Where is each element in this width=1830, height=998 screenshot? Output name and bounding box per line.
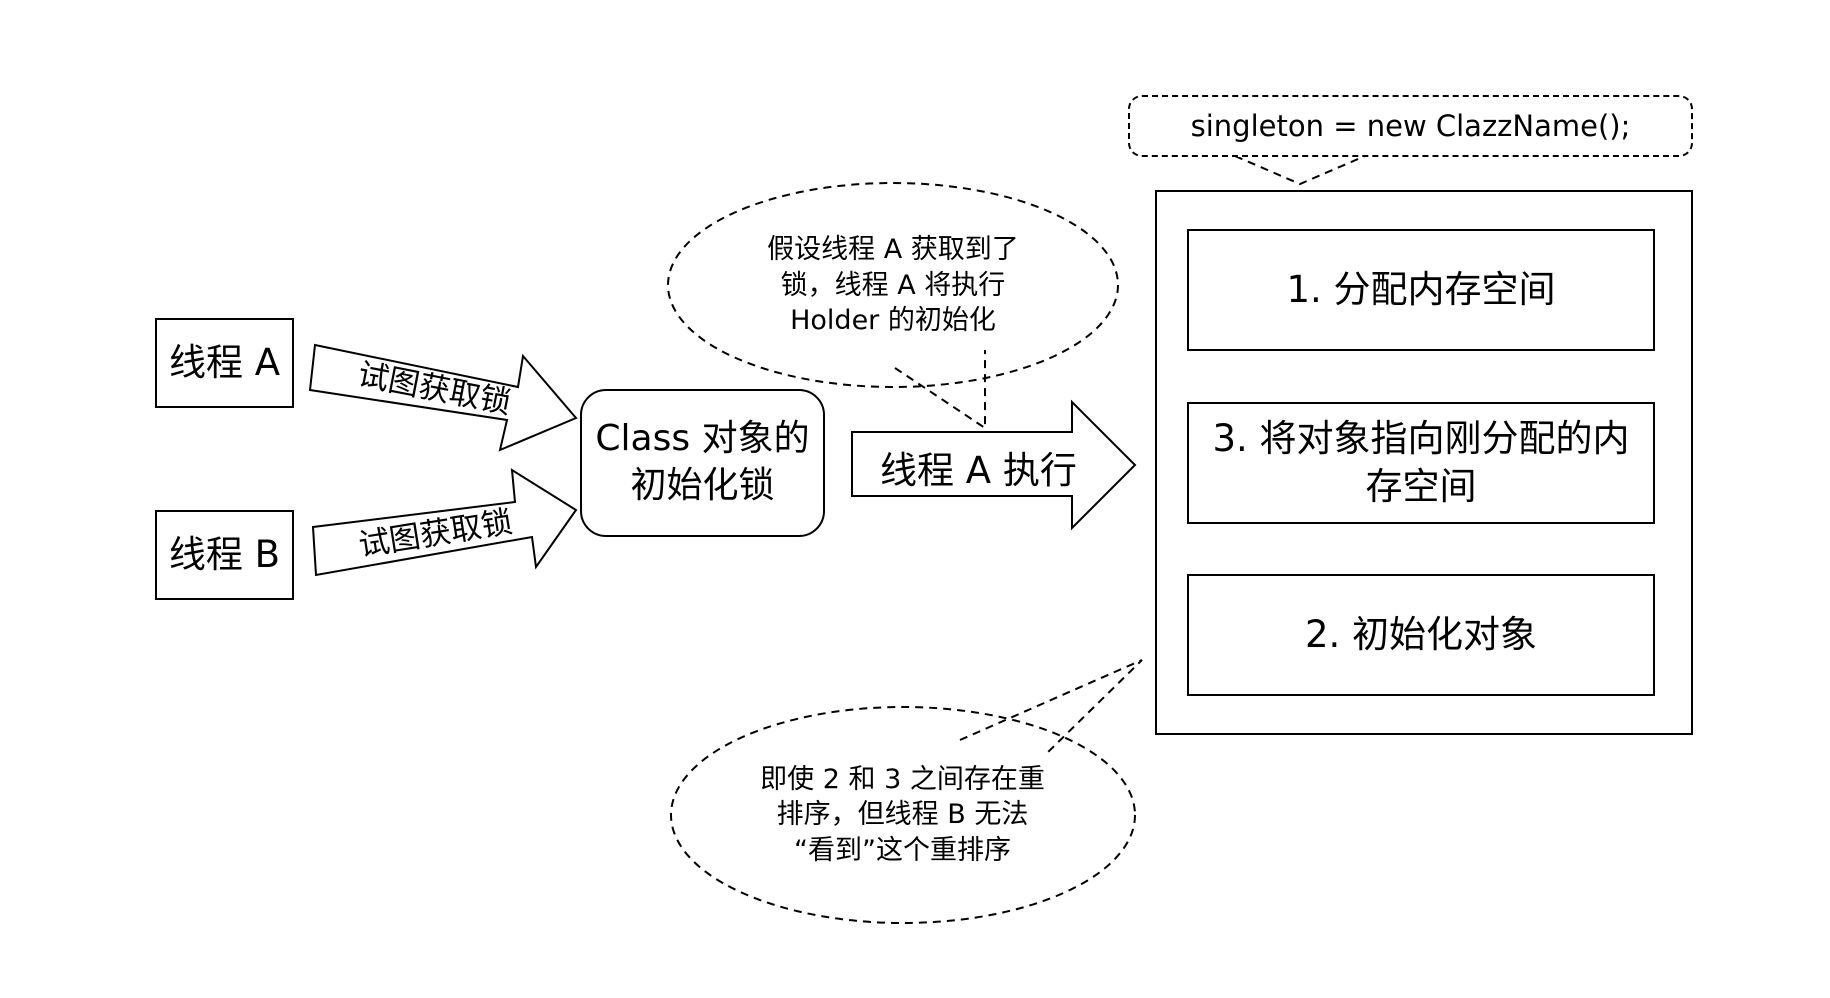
top-callout-text: 假设线程 A 获取到了 锁，线程 A 将执行 Holder 的初始化 (723, 228, 1063, 343)
bottom-callout-text: 即使 2 和 3 之间存在重 排序，但线程 B 无法 “看到”这个重排序 (730, 755, 1075, 875)
step-assign-reference: 3. 将对象指向刚分配的内 存空间 (1187, 402, 1655, 524)
arrow-b-shape (311, 468, 578, 577)
execute-arrow-shape (851, 399, 1137, 531)
bottom-callout-label: 即使 2 和 3 之间存在重 排序，但线程 B 无法 “看到”这个重排序 (760, 763, 1045, 866)
step-1-label: 1. 分配内存空间 (1286, 267, 1556, 311)
init-lock-box: Class 对象的 初始化锁 (580, 389, 825, 537)
top-callout-pointer (894, 350, 986, 430)
step-3-label: 3. 将对象指向刚分配的内 存空间 (1212, 416, 1630, 508)
bottom-callout-ellipse (670, 706, 1136, 924)
step-init-object: 2. 初始化对象 (1187, 574, 1655, 696)
execute-arrow-label: 线程 A 执行 (880, 449, 1077, 492)
top-callout-label: 假设线程 A 获取到了 锁，线程 A 将执行 Holder 的初始化 (767, 234, 1019, 337)
step-2-label: 2. 初始化对象 (1304, 612, 1538, 656)
thread-a-label: 线程 A (168, 340, 281, 384)
thread-b-label: 线程 B (168, 532, 281, 576)
step-allocate-memory: 1. 分配内存空间 (1187, 229, 1655, 351)
arrow-a-shape (308, 343, 578, 452)
bottom-callout-pointer (959, 659, 1143, 756)
code-callout: singleton = new ClazzName(); (1128, 95, 1693, 157)
top-callout-ellipse (667, 182, 1119, 388)
code-callout-text: singleton = new ClazzName(); (1190, 109, 1631, 143)
code-callout-notch (1234, 155, 1366, 186)
thread-a-box: 线程 A (155, 318, 294, 408)
init-lock-label: Class 对象的 初始化锁 (595, 418, 810, 506)
thread-b-box: 线程 B (155, 510, 294, 600)
